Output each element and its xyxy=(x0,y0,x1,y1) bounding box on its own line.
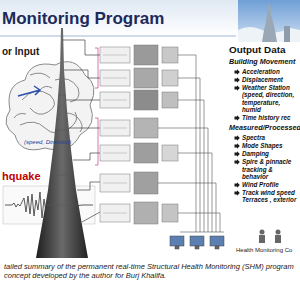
bullet-arrow xyxy=(234,190,240,196)
input-note: (speed, Direction) xyxy=(24,139,71,146)
list-text: Time history rec xyxy=(242,114,298,121)
list-item: Mode Shapes xyxy=(234,142,298,149)
output-list: Output DataBuilding MovementAcceleration… xyxy=(229,44,298,205)
list-text: Mode Shapes xyxy=(242,142,298,149)
panel-label: Health Monitoring Co xyxy=(236,247,298,254)
bullet-arrow xyxy=(234,69,240,75)
bullet-arrow xyxy=(234,135,240,141)
list-text: Displacement xyxy=(242,76,298,83)
bullet-arrow xyxy=(234,151,240,157)
list-item: Time history rec xyxy=(234,114,298,121)
list-text: Track wind speed Terraces , exterior xyxy=(242,189,298,203)
bullet-arrow xyxy=(234,143,240,149)
list-text: Damping xyxy=(242,150,298,157)
section-heading: or Input xyxy=(2,46,39,58)
section-heading: hquake xyxy=(2,170,41,183)
caption: tailed summary of the permanent real-tim… xyxy=(4,263,296,280)
group-heading: Measured/Processed xyxy=(229,124,298,132)
bullet-arrow xyxy=(234,77,240,83)
bullet-arrow xyxy=(234,159,240,165)
list-text: Wind Profile xyxy=(242,181,298,188)
list-text: Weather Station (speed, direction, tempe… xyxy=(242,84,298,113)
list-item: Track wind speed Terraces , exterior xyxy=(234,189,298,203)
slide-title: Monitoring Program xyxy=(2,9,164,29)
list-item: Acceleration xyxy=(234,68,298,75)
list-item: Spire & pinnacle tracking & behavior xyxy=(234,158,298,180)
section-heading: Output Data xyxy=(229,44,298,55)
bullet-arrow xyxy=(234,115,240,121)
list-item: Displacement xyxy=(234,76,298,83)
group-heading: Building Movement xyxy=(229,58,298,66)
list-item: Wind Profile xyxy=(234,181,298,188)
bullet-arrow xyxy=(234,182,240,188)
list-item: Weather Station (speed, direction, tempe… xyxy=(234,84,298,113)
list-text: Spectra xyxy=(242,134,298,141)
bullet-arrow xyxy=(234,85,240,91)
list-text: Spire & pinnacle tracking & behavior xyxy=(242,158,298,180)
list-item: Spectra xyxy=(234,134,298,141)
list-text: Acceleration xyxy=(242,68,298,75)
list-item: Damping xyxy=(234,150,298,157)
